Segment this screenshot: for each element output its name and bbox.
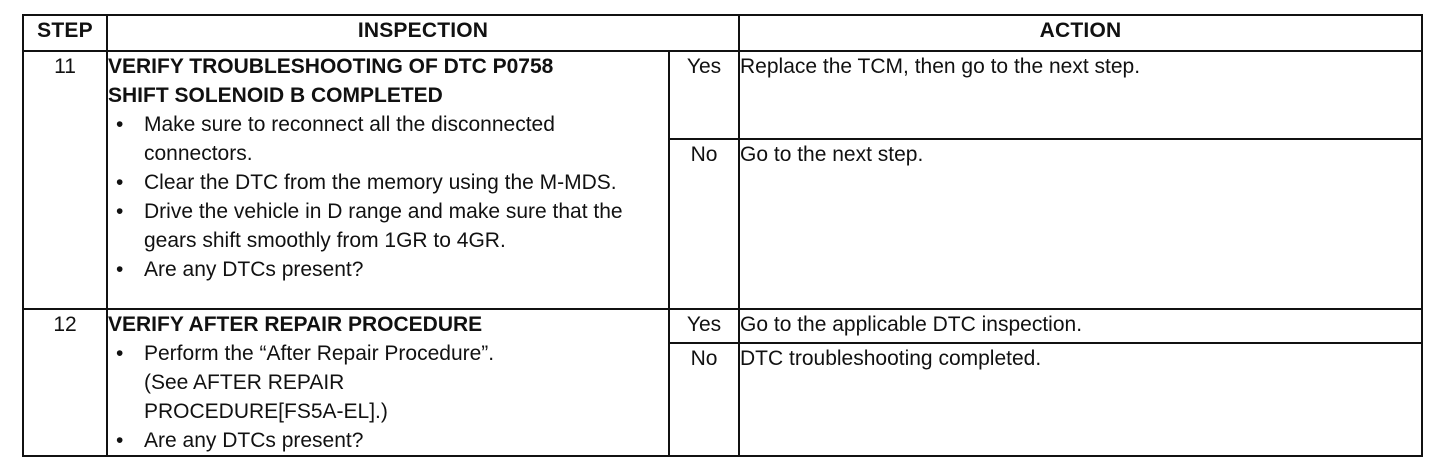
action-yes: Replace the TCM, then go to the next ste… xyxy=(738,50,1424,140)
step-number: 12 xyxy=(22,308,108,457)
yes-label: Yes xyxy=(667,50,741,140)
list-item: Clear the DTC from the memory using the … xyxy=(116,168,668,197)
troubleshooting-table: STEP INSPECTION ACTION 11 VERIFY TROUBLE… xyxy=(22,14,1424,457)
table-header-row: STEP INSPECTION ACTION xyxy=(22,14,1424,52)
yes-label: Yes xyxy=(667,307,741,345)
header-action: ACTION xyxy=(738,14,1424,52)
action-no: DTC troubleshooting completed. xyxy=(738,342,1424,457)
action-yes: Go to the applicable DTC inspection. xyxy=(738,307,1424,345)
list-item: Are any DTCs present? xyxy=(116,426,668,455)
list-item: Are any DTCs present? xyxy=(116,255,668,284)
step-number: 11 xyxy=(22,50,108,310)
table-row-step-11-no: No Go to the next step. xyxy=(23,138,1424,310)
inspection-cell: VERIFY TROUBLESHOOTING OF DTC P0758 SHIF… xyxy=(106,50,670,310)
reference-note: PROCEDURE[FS5A-EL].) xyxy=(144,400,388,423)
inspection-cell: VERIFY AFTER REPAIR PROCEDURE Perform th… xyxy=(106,308,670,457)
list-item: Make sure to reconnect all the disconnec… xyxy=(116,110,668,168)
table-row-step-12-yes: 12 VERIFY AFTER REPAIR PROCEDURE Perform… xyxy=(22,307,1424,457)
inspection-bullets: Perform the “After Repair Procedure”. (S… xyxy=(108,339,668,455)
table-row-step-11-yes: 11 VERIFY TROUBLESHOOTING OF DTC P0758 S… xyxy=(22,50,1424,310)
inspection-title: VERIFY TROUBLESHOOTING OF DTC P0758 xyxy=(108,55,554,78)
action-no: Go to the next step. xyxy=(738,138,1424,310)
inspection-title: VERIFY AFTER REPAIR PROCEDURE xyxy=(108,313,483,336)
table-row-step-12-no: No DTC troubleshooting completed. xyxy=(23,342,1424,457)
header-inspection: INSPECTION xyxy=(105,14,741,52)
header-step: STEP xyxy=(22,14,108,52)
reference-note: (See AFTER REPAIR xyxy=(144,371,345,394)
inspection-bullets: Make sure to reconnect all the disconnec… xyxy=(108,110,668,284)
bullet-text: Perform the “After Repair Procedure”. xyxy=(144,342,495,365)
no-label: No xyxy=(667,138,741,310)
inspection-title: SHIFT SOLENOID B COMPLETED xyxy=(108,84,443,107)
list-item: Drive the vehicle in D range and make su… xyxy=(116,197,668,255)
no-label: No xyxy=(667,342,741,457)
list-item: Perform the “After Repair Procedure”. (S… xyxy=(116,339,668,426)
